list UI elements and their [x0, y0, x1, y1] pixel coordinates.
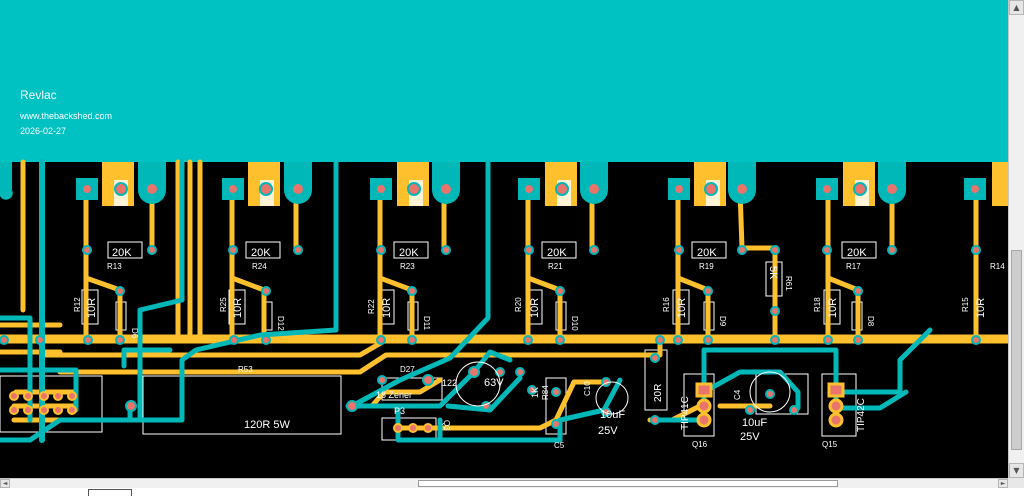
- scroll-right-button[interactable]: ►: [998, 479, 1008, 488]
- teal-tracks: [0, 159, 933, 443]
- r22-value: 10R: [381, 298, 393, 318]
- cap-122-label: 122: [442, 378, 457, 388]
- r14-label: R14: [990, 262, 1005, 271]
- r25-value: 10R: [232, 298, 244, 318]
- status-field: [88, 489, 132, 496]
- r16-label: R16: [662, 297, 671, 312]
- pcb-canvas[interactable]: Revlac www.thebackshed.com 2026-02-27 20…: [0, 0, 1008, 478]
- r24-value: 20K: [251, 247, 271, 259]
- r18-label: R18: [813, 297, 822, 312]
- r84-label: R84: [541, 385, 550, 400]
- tip42c-label: TIP42C: [856, 398, 867, 432]
- pot-1k-label: 1K: [530, 387, 540, 398]
- c4-label: C4: [733, 389, 742, 400]
- r20-value: 10R: [529, 298, 541, 318]
- r61-value: 5K: [767, 266, 779, 280]
- power-resistor-label: 120R 5W: [244, 419, 290, 431]
- r13-value: 20K: [112, 247, 132, 259]
- r23-value: 20K: [399, 247, 419, 259]
- d11-label: D11: [422, 316, 431, 331]
- c5-label: C5: [554, 441, 565, 450]
- watermark-name: Revlac: [20, 88, 57, 102]
- q3-label: Q3: [442, 420, 451, 431]
- r17-label: R17: [846, 262, 861, 271]
- vertical-resistor-values: 10R 10R 10R 10R 10R 10R 10R 5K: [86, 266, 987, 318]
- r12-value: 10R: [86, 298, 98, 318]
- r61-label: R61: [784, 276, 793, 291]
- scrollbar-corner: [1008, 478, 1024, 488]
- d27-label: D27: [400, 365, 415, 374]
- pcb-board[interactable]: Revlac www.thebackshed.com 2026-02-27 20…: [0, 0, 1008, 478]
- r24-label: R24: [252, 262, 267, 271]
- r19-label: R19: [699, 262, 714, 271]
- p3-label: P3: [394, 406, 405, 416]
- heatsink-region: [0, 0, 1008, 162]
- d9-label: D9: [718, 316, 727, 327]
- q16-label: Q16: [692, 440, 708, 449]
- r19-value: 20K: [697, 247, 717, 259]
- horizontal-scroll-thumb[interactable]: [418, 480, 838, 487]
- res-20r-label: 20R: [653, 384, 664, 402]
- cap-63v-label: 63V: [484, 377, 504, 389]
- r17-value: 20K: [847, 247, 867, 259]
- r18-value: 10R: [827, 298, 839, 318]
- vertical-scrollbar[interactable]: ▲ ▼: [1008, 0, 1024, 478]
- orange-tracks: [0, 159, 1008, 431]
- round-components: [455, 361, 791, 415]
- watermark: Revlac www.thebackshed.com 2026-02-27: [19, 88, 112, 136]
- r12-label: R12: [73, 297, 82, 312]
- r23-label: R23: [400, 262, 415, 271]
- r13-label: R13: [107, 262, 122, 271]
- d10-label: D10: [570, 316, 579, 331]
- d12-label: D12: [276, 316, 285, 331]
- r15-value: 10R: [975, 298, 987, 318]
- cap-25v-b-label: 25V: [740, 431, 760, 443]
- tip41c-label: TIP41C: [680, 396, 691, 430]
- r20-label: R20: [514, 297, 523, 312]
- watermark-date: 2026-02-27: [20, 126, 66, 136]
- q15-label: Q15: [822, 440, 838, 449]
- r15-label: R15: [961, 297, 970, 312]
- component-labels: 120R 5W 18 Zener P3 63V 122 1K 10uF 25V …: [244, 377, 867, 443]
- scroll-left-button[interactable]: ◄: [0, 479, 10, 488]
- scroll-down-button[interactable]: ▼: [1009, 463, 1024, 478]
- r16-value: 10R: [676, 298, 688, 318]
- silkscreen-outlines: [0, 241, 877, 441]
- d6-label: D6: [130, 328, 139, 339]
- r25-label: R25: [219, 297, 228, 312]
- vertical-scroll-thumb[interactable]: [1011, 250, 1022, 450]
- transistor-teal-pads: [0, 162, 906, 204]
- cap-10uf-b-label: 10uF: [742, 417, 767, 429]
- r53-label: R53: [238, 365, 253, 374]
- c10-label: C10: [583, 381, 592, 396]
- r21-label: R21: [548, 262, 563, 271]
- status-bar: [0, 488, 1024, 496]
- cap-25v-label: 25V: [598, 425, 618, 437]
- scroll-up-button[interactable]: ▲: [1009, 0, 1024, 15]
- watermark-site: www.thebackshed.com: [19, 111, 112, 121]
- zener-label: 18 Zener: [376, 390, 412, 400]
- r21-value: 20K: [547, 247, 567, 259]
- designator-labels: R13 R24 R23 R21 R19 R17 R14 R53 D27 C5 Q…: [107, 262, 1005, 450]
- cap-10uf-label: 10uF: [600, 409, 625, 421]
- vertical-labels: R12 R25 R22 R20 R16 R18 R15 D6 D12 D11 D…: [73, 276, 970, 431]
- pads: [0, 182, 981, 433]
- resistor-value-labels: 20K 20K 20K 20K 20K 20K: [112, 247, 867, 259]
- horizontal-scrollbar[interactable]: ◄ ►: [0, 478, 1008, 488]
- r22-label: R22: [367, 299, 376, 314]
- d8-label: D8: [866, 316, 875, 327]
